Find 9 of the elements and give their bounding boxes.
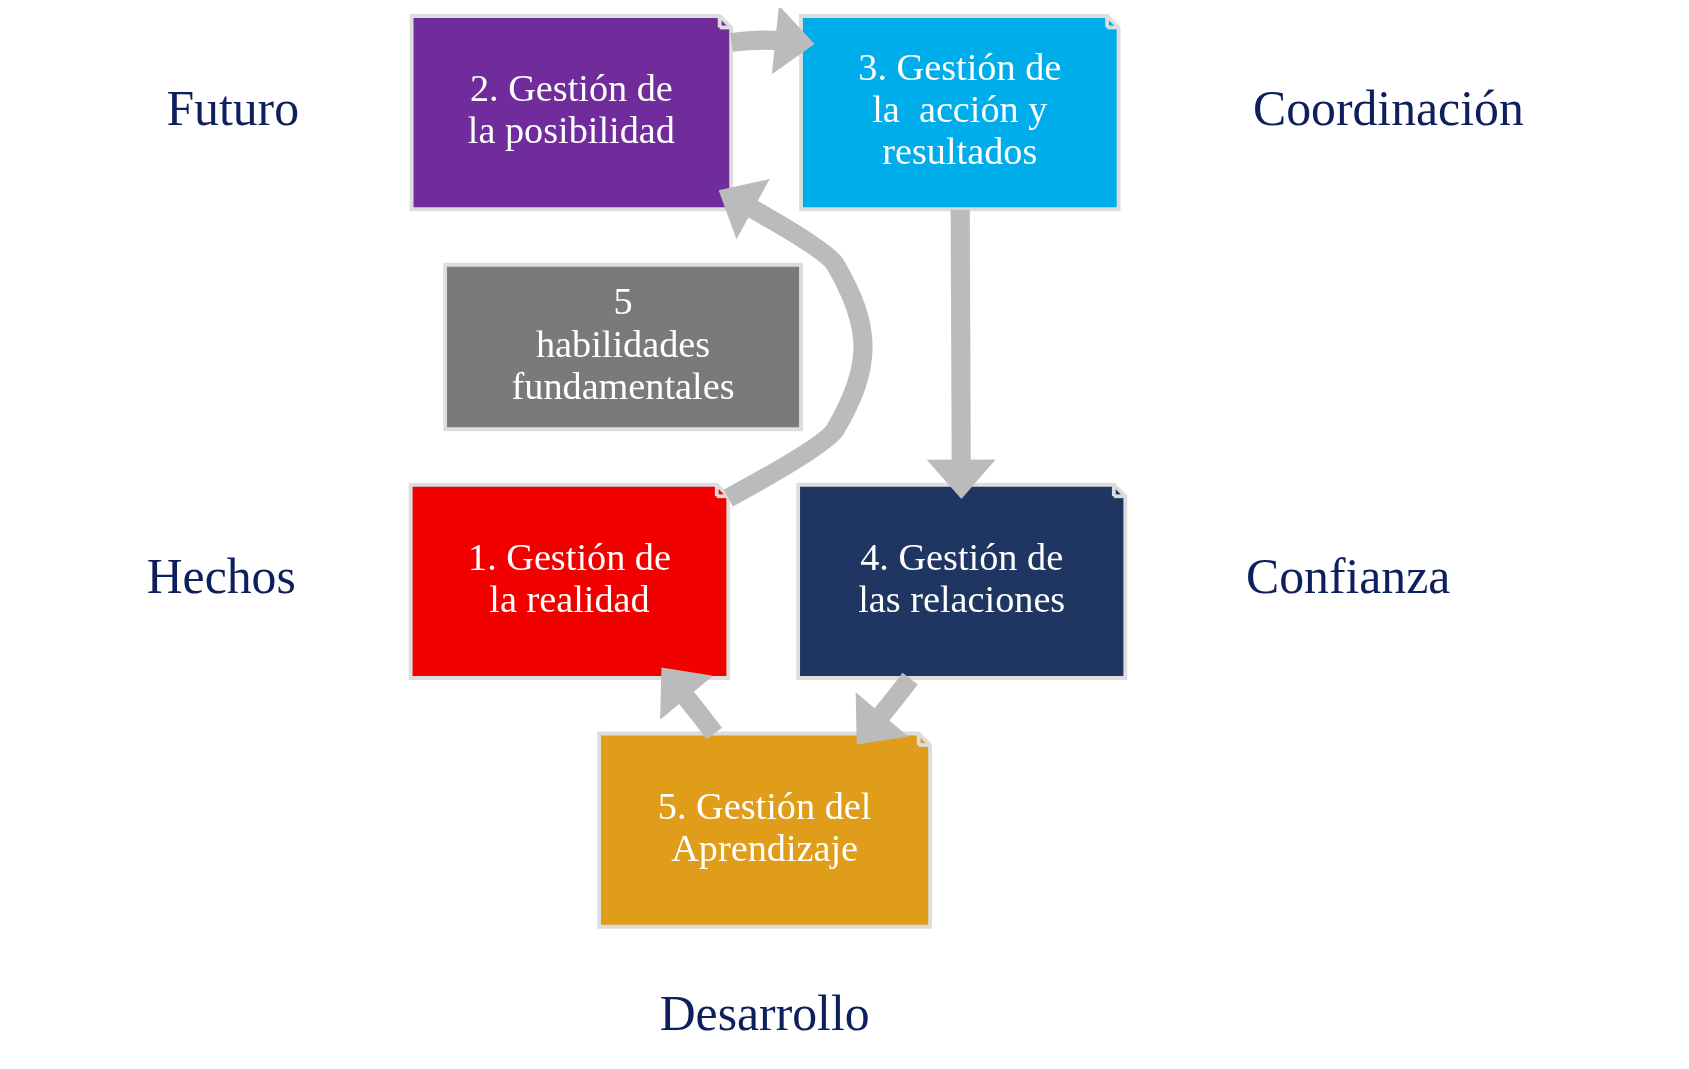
node-box: 5 habilidades fundamentales — [442, 262, 803, 432]
node-label: Futuro — [165, 80, 299, 136]
node-label: Coordinación — [1252, 80, 1524, 136]
arrow — [729, 8, 815, 75]
node-label: Confianza — [1245, 549, 1450, 605]
arrow — [926, 209, 996, 499]
node-label: Desarrollo — [659, 985, 870, 1041]
node-label: Hechos — [146, 549, 296, 605]
arrow — [718, 179, 873, 507]
